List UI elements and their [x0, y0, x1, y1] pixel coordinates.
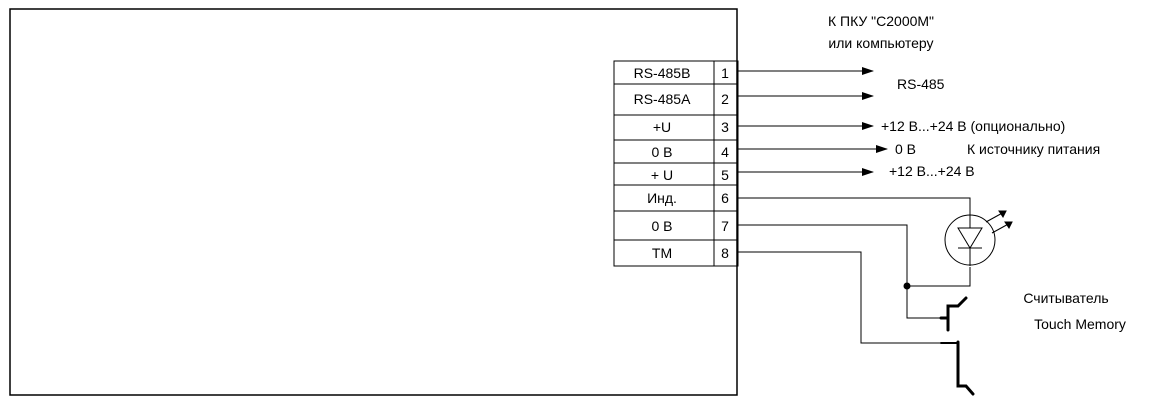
wire-led-return	[907, 267, 971, 287]
terminal-name-7: 0 В	[651, 218, 672, 234]
pku-label-line2: или компьютеру	[828, 35, 933, 51]
terminal-name-3: +U	[653, 119, 671, 135]
voltage-label: +12 В...+24 В	[889, 163, 975, 179]
terminal-name-2: RS-485A	[634, 91, 691, 107]
terminal-num-2: 2	[721, 91, 729, 107]
reader-label-line2: Touch Memory	[1034, 316, 1126, 332]
reader-wires	[738, 197, 971, 344]
zero-volt-label: 0 В	[895, 141, 916, 157]
terminal-name-6: Инд.	[647, 190, 677, 206]
wire-7	[738, 224, 941, 319]
rs485-label: RS-485	[897, 76, 945, 92]
output-wires	[738, 67, 888, 176]
terminal-name-1: RS-485B	[634, 65, 691, 81]
touch-memory-icon	[939, 296, 975, 396]
reader-label-line1: Считыватель	[1023, 290, 1108, 306]
wire-8	[738, 251, 941, 344]
terminal-num-4: 4	[721, 144, 729, 160]
terminal-num-5: 5	[721, 167, 729, 183]
terminal-num-8: 8	[721, 245, 729, 261]
led-icon	[944, 210, 1013, 266]
terminal-name-4: 0 В	[651, 144, 672, 160]
terminal-num-6: 6	[721, 190, 729, 206]
terminal-num-7: 7	[721, 218, 729, 234]
pku-label-line1: К ПКУ "С2000М"	[828, 13, 934, 29]
terminal-name-5: + U	[651, 167, 673, 183]
wire-6	[738, 197, 971, 214]
voltage-optional-label: +12 В...+24 В (опционально)	[881, 118, 1065, 134]
terminal-num-3: 3	[721, 119, 729, 135]
junction-dot	[903, 282, 911, 290]
terminal-num-1: 1	[721, 65, 729, 81]
power-source-label: К источнику питания	[967, 141, 1100, 157]
terminal-name-8: TM	[652, 245, 672, 261]
device-body	[9, 8, 738, 396]
terminal-block	[613, 60, 739, 267]
